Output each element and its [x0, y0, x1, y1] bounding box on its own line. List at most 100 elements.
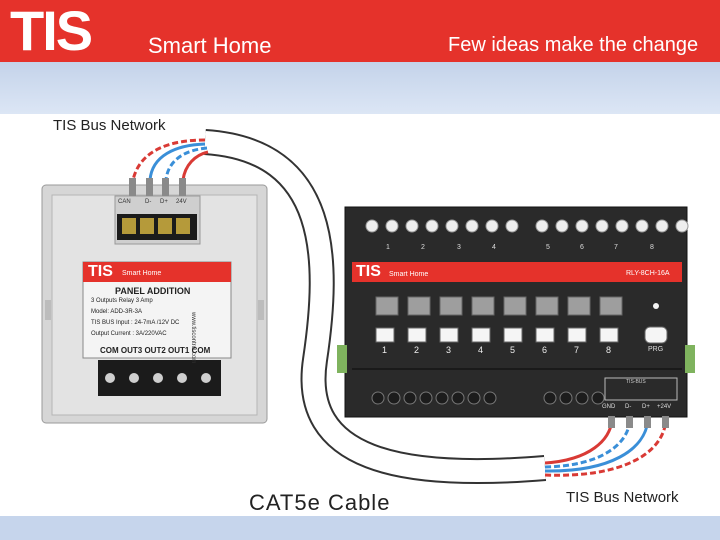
- relay-prg-button: [644, 326, 668, 344]
- relay-output-screw: [371, 391, 385, 405]
- relay-output-screw: [387, 391, 401, 405]
- relay-output-screw: [543, 391, 557, 405]
- relay-bus-terminals: [604, 377, 678, 428]
- relay-channel-label: 1: [386, 244, 390, 251]
- relay-channel-label: 5: [546, 244, 550, 251]
- panel-output-labels: COM OUT3 OUT2 OUT1 COM: [100, 346, 211, 355]
- relay-button-label: 5: [510, 345, 516, 355]
- panel-brand: TIS: [88, 263, 113, 280]
- relay-screw: [535, 219, 549, 233]
- bus-network-label-bottom: TIS Bus Network: [566, 489, 679, 506]
- relay-screw: [425, 219, 439, 233]
- relay-terminal-24v: +24V: [657, 404, 672, 410]
- panel-terminal-can: CAN: [118, 199, 131, 205]
- relay-channel-label: 8: [650, 244, 654, 251]
- panel-addition-device: [41, 178, 268, 424]
- panel-spec-4: Output Current : 3A/220VAC: [91, 331, 167, 337]
- panel-brand-sub: Smart Home: [122, 270, 162, 277]
- relay-prg-label: PRG: [648, 346, 664, 353]
- relay-screw: [655, 219, 669, 233]
- relay-manual-switch: [503, 296, 527, 316]
- header-banner: TIS Smart Home Few ideas make the change: [0, 0, 720, 62]
- relay-channel-button: [599, 327, 619, 343]
- relay-manual-switch: [535, 296, 559, 316]
- bottom-wires: [544, 419, 668, 477]
- panel-side-text: www.tiscontrol.com: [190, 312, 196, 364]
- relay-button-label: 1: [382, 345, 388, 355]
- relay-channel-button: [439, 327, 459, 343]
- relay-manual-switch: [471, 296, 495, 316]
- relay-manual-switch: [439, 296, 463, 316]
- relay-channel-button: [567, 327, 587, 343]
- relay-output-screw: [559, 391, 573, 405]
- relay-screw: [575, 219, 589, 233]
- cable-label: CAT5e Cable: [249, 490, 391, 515]
- relay-output-screw: [591, 391, 605, 405]
- top-wires: [131, 138, 209, 181]
- relay-button-label: 6: [542, 345, 548, 355]
- relay-terminal-dplus: D+: [642, 404, 650, 410]
- relay-model: RLY-8CH-16A: [626, 270, 670, 277]
- panel-spec-1: 3 Outputs Relay 3 Amp: [91, 298, 153, 304]
- relay-channel-button: [471, 327, 491, 343]
- relay-button-label: 4: [478, 345, 484, 355]
- relay-screw: [675, 219, 689, 233]
- relay-channel-label: 3: [457, 244, 461, 251]
- relay-channel-button: [535, 327, 555, 343]
- slogan: Few ideas make the change: [448, 34, 699, 56]
- relay-output-screw: [575, 391, 589, 405]
- relay-screw: [555, 219, 569, 233]
- relay-top-screws: [365, 219, 689, 233]
- relay-button-label: 8: [606, 345, 612, 355]
- relay-channel-label: 7: [614, 244, 618, 251]
- relay-output-screw: [451, 391, 465, 405]
- relay-screw: [465, 219, 479, 233]
- relay-screw: [405, 219, 419, 233]
- relay-channel-button: [503, 327, 523, 343]
- relay-screw: [505, 219, 519, 233]
- relay-channel-label: 2: [421, 244, 425, 251]
- relay-manual-switch: [567, 296, 591, 316]
- relay-output-screw: [419, 391, 433, 405]
- relay-screw: [595, 219, 609, 233]
- relay-channel-label: 4: [492, 244, 496, 251]
- relay-switches: [375, 296, 668, 344]
- relay-channel-label: 6: [580, 244, 584, 251]
- relay-manual-switch: [599, 296, 623, 316]
- header-gradient-band: [0, 62, 720, 114]
- panel-terminal-dminus: D-: [145, 199, 152, 205]
- panel-spec-3: TIS BUS Input : 24-7mA /12V DC: [91, 320, 180, 326]
- footer-band: [0, 516, 720, 540]
- relay-output-screw: [467, 391, 481, 405]
- panel-terminal-dplus: D+: [160, 199, 168, 205]
- relay-status-led: [653, 303, 659, 309]
- relay-button-label: 3: [446, 345, 452, 355]
- relay-manual-switch: [375, 296, 399, 316]
- relay-channel-button: [375, 327, 395, 343]
- relay-button-label: 7: [574, 345, 580, 355]
- relay-channel-button: [407, 327, 427, 343]
- relay-terminal-dminus: D-: [625, 404, 632, 410]
- relay-screw: [485, 219, 499, 233]
- relay-output-screw: [435, 391, 449, 405]
- relay-bus-box-label: TIS-BUS: [626, 379, 646, 385]
- relay-screw: [385, 219, 399, 233]
- relay-screw: [615, 219, 629, 233]
- relay-output-screw: [403, 391, 417, 405]
- relay-bottom-circles: [371, 391, 605, 405]
- panel-title: PANEL ADDITION: [115, 286, 191, 296]
- relay-output-screw: [483, 391, 497, 405]
- panel-spec-2: Model: ADD-3R-3A: [91, 309, 143, 315]
- relay-brand-sub: Smart Home: [389, 271, 429, 278]
- relay-manual-switch: [407, 296, 431, 316]
- bus-network-label-top: TIS Bus Network: [53, 117, 166, 134]
- relay-screw: [635, 219, 649, 233]
- relay-screw: [365, 219, 379, 233]
- tis-logo: TIS: [10, 0, 93, 62]
- relay-button-label: 2: [414, 345, 420, 355]
- relay-brand: TIS: [356, 263, 381, 280]
- relay-terminal-gnd: GND: [602, 404, 616, 410]
- panel-terminal-24v: 24V: [176, 199, 187, 205]
- relay-screw: [445, 219, 459, 233]
